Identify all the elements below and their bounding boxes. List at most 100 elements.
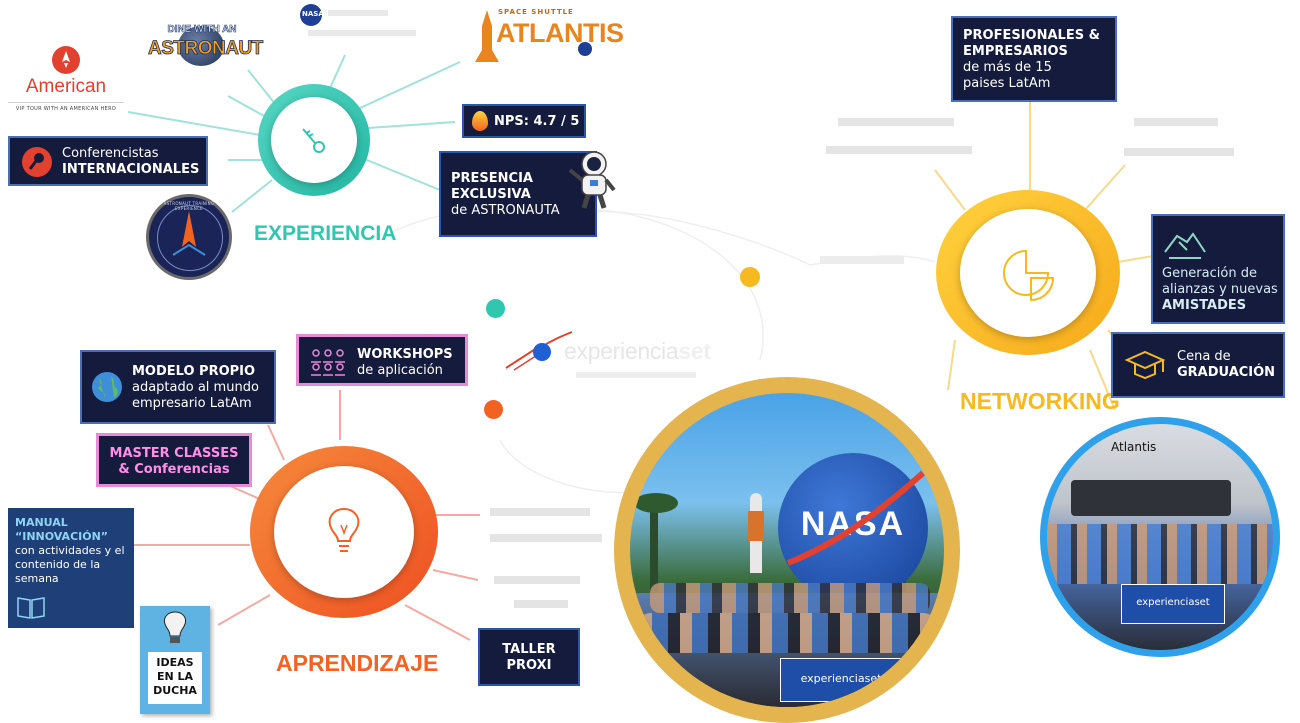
ate-rocket-icon — [172, 211, 206, 256]
american-wordmark: American — [25, 76, 107, 97]
modelo-line1: MODELO PROPIO — [132, 364, 256, 379]
manual-line3: con actividades y el — [15, 544, 125, 557]
book-line1: IDEAS — [156, 656, 194, 669]
rocket-icon — [52, 46, 80, 74]
pie-chart-icon — [1003, 249, 1055, 302]
ideas-en-la-ducha-book: IDEAS EN LA DUCHA — [140, 606, 210, 714]
faint-label-networking-left-2 — [826, 146, 972, 154]
faint-label-networking-right — [1134, 118, 1218, 126]
dine-line1: DINE WITH AN — [167, 24, 237, 36]
profesionales-line1: PROFESIONALES & — [963, 28, 1100, 43]
fire-icon — [472, 111, 488, 131]
cena-graduacion-card: Cena de GRADUACIÓN — [1111, 332, 1285, 398]
ate-ring-text: ASTRONAUT TRAINING EXPERIENCE — [163, 201, 215, 211]
nps-card: NPS: 4.7 / 5 — [462, 104, 586, 138]
atlantis-top: SPACE SHUTTLE — [498, 8, 574, 16]
handshake-icon — [1164, 232, 1206, 259]
manual-line4: contenido de la — [15, 558, 101, 571]
group-banner-text: experienciaset — [800, 672, 882, 685]
orange-dot — [484, 400, 503, 419]
workshops-line1: WORKSHOPS — [357, 347, 453, 362]
book-line2: EN LA — [156, 670, 194, 683]
small-banner: experienciaset — [1121, 584, 1225, 624]
faint-label-aprendizaje-4 — [514, 600, 568, 608]
modelo-line2: adaptado al mundo — [132, 380, 259, 395]
workshops-line2: de aplicación — [357, 363, 443, 378]
profesionales-line4: paises LatAm — [963, 76, 1051, 91]
globe-icon — [92, 372, 122, 402]
american-tagline: VIP TOUR WITH AN AMERICAN HERO — [15, 106, 117, 112]
small-banner-text: experienciaset — [1136, 597, 1210, 608]
faint-label-networking-center — [820, 256, 904, 264]
master-classes-card: MASTER CLASSES & Conferencias — [96, 433, 252, 487]
logo-part1: experiencia — [564, 338, 679, 364]
manual-line2: “INNOVACIÓN” — [15, 530, 109, 543]
conferencistas-card: Conferencistas INTERNACIONALES — [8, 136, 208, 186]
experienciaset-logo: experienciaset — [500, 322, 770, 382]
dine-line2: ASTRONAUT — [148, 38, 264, 60]
small-logo: iaset — [1093, 426, 1118, 436]
group-photo-large-frame: NASA experienciaset — [614, 377, 960, 723]
conferencistas-line2: INTERNACIONALES — [62, 162, 200, 177]
cena-line1: Cena de — [1177, 349, 1231, 364]
american-logo: American VIP TOUR WITH AN AMERICAN HERO — [0, 45, 132, 125]
manual-innovacion-card: MANUAL “INNOVACIÓN” con actividades y el… — [8, 508, 134, 628]
nasa-small-text: NASA — [302, 10, 324, 18]
generacion-line1: Generación de — [1162, 266, 1257, 281]
conferencistas-line1: Conferencistas — [62, 146, 159, 161]
networking-hub — [936, 190, 1120, 355]
logo-part2: set — [678, 338, 711, 364]
lightbulb-icon — [328, 507, 360, 552]
key-icon — [302, 128, 325, 153]
aprendizaje-hub — [250, 446, 438, 618]
generacion-line3: AMISTADES — [1162, 298, 1247, 313]
faint-label-networking-right-2 — [1124, 148, 1234, 156]
cena-line2: GRADUACIÓN — [1177, 365, 1276, 380]
book-icon — [17, 597, 45, 619]
taller-proxi-card: TALLER PROXI — [478, 628, 580, 686]
networking-hub-center — [960, 209, 1096, 337]
book-lightbulb-icon — [164, 611, 186, 643]
taller-line2: PROXI — [506, 658, 552, 673]
group-photo-small-frame: Atlantis iaset experienciaset — [1040, 417, 1280, 657]
presencia-line1: PRESENCIA — [451, 171, 533, 186]
experiencia-hub-center — [271, 97, 357, 183]
atlantis-sign: Atlantis — [1111, 440, 1157, 454]
group-banner: experienciaset — [780, 658, 902, 702]
dine-with-astronaut-logo: DINE WITH AN ASTRONAUT — [148, 24, 264, 68]
nasa-globe-text: NASA — [800, 505, 906, 543]
atlantis-logo: SPACE SHUTTLE ATLANTIS — [470, 8, 624, 66]
generacion-line2: alianzas y nuevas — [1162, 282, 1278, 297]
modelo-line3: empresario LatAm — [132, 396, 252, 411]
atlantis-wordmark: ATLANTIS — [496, 18, 624, 48]
astronaut-icon — [568, 151, 616, 209]
modelo-propio-card: MODELO PROPIO adaptado al mundo empresar… — [80, 350, 276, 424]
book-line3: DUCHA — [153, 684, 197, 697]
generacion-alianzas-card: Generación de alianzas y nuevas AMISTADE… — [1151, 214, 1285, 324]
master-line2: & Conferencias — [118, 462, 230, 477]
group-photo-small: Atlantis iaset experienciaset — [1047, 424, 1273, 650]
taller-line1: TALLER — [502, 642, 556, 657]
manual-line5: semana — [15, 572, 59, 585]
faint-label-aprendizaje-3 — [494, 576, 580, 584]
yellow-dot — [740, 267, 760, 287]
presencia-line3: de ASTRONAUTA — [451, 203, 560, 218]
presencia-astronauta-card: PRESENCIA EXCLUSIVA de ASTRONAUTA — [439, 151, 597, 237]
faint-label-aprendizaje-1 — [490, 508, 590, 516]
team-icon — [311, 349, 345, 376]
presencia-line2: EXCLUSIVA — [451, 187, 531, 202]
nasa-small-logo: NASA — [300, 2, 420, 42]
faint-label-aprendizaje-2 — [490, 534, 602, 542]
graduation-cap-icon — [1124, 350, 1166, 380]
comet-icon — [505, 331, 573, 371]
astronaut-training-badge: ASTRONAUT TRAINING EXPERIENCE — [146, 194, 232, 280]
workshops-card: WORKSHOPS de aplicación — [296, 334, 468, 386]
profesionales-line2: EMPRESARIOS — [963, 44, 1068, 59]
experiencia-label: EXPERIENCIA — [254, 222, 397, 245]
group-photo-large: NASA experienciaset — [630, 393, 944, 707]
networking-label: NETWORKING — [960, 388, 1120, 414]
nps-text: NPS: 4.7 / 5 — [494, 114, 580, 129]
experiencia-hub — [258, 84, 370, 196]
nasa-globe: NASA — [778, 453, 928, 603]
master-line1: MASTER CLASSES — [109, 446, 239, 461]
